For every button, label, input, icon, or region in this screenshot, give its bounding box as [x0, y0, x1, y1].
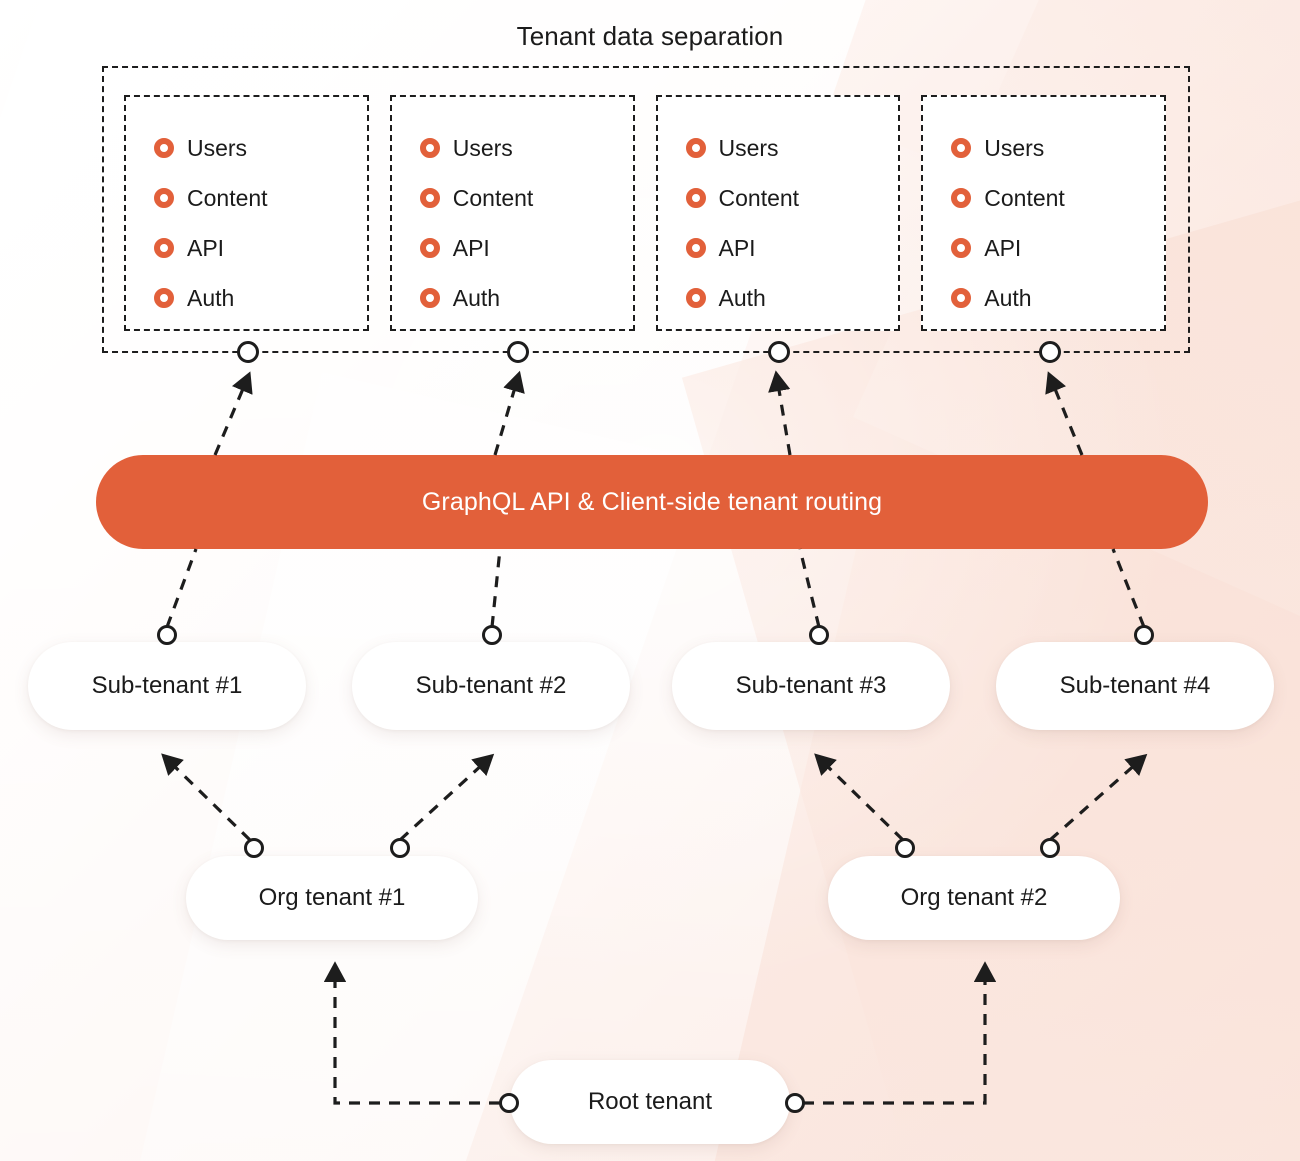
orange-ring-bullet-icon	[419, 188, 440, 208]
tenant-item-label: API	[452, 234, 490, 261]
graphql-routing-bar-label: GraphQL API & Client-side tenant routing	[421, 487, 883, 516]
node-sub-tenant-3[interactable]: Sub-tenant #3	[672, 642, 950, 730]
node-label: Sub-tenant #1	[91, 672, 243, 699]
orange-ring-bullet-icon	[685, 138, 706, 158]
tenant-box-4: Users Content API Auth	[921, 95, 1166, 331]
orange-ring-bullet-icon	[951, 238, 972, 258]
tenant-item-label: Users	[187, 134, 248, 161]
tenant-item-label: API	[718, 234, 756, 261]
tenant-item-auth: Auth	[154, 273, 367, 323]
tenant-item-label: API	[984, 234, 1022, 261]
tenant-item-label: Auth	[452, 284, 501, 311]
node-label: Root tenant	[587, 1088, 713, 1115]
node-label: Org tenant #1	[258, 884, 406, 911]
tenant-item-content: Content	[685, 173, 899, 223]
orange-ring-bullet-icon	[419, 138, 440, 158]
orange-ring-bullet-icon	[154, 188, 174, 208]
tenant-item-api: API	[419, 223, 633, 273]
orange-ring-bullet-icon	[419, 288, 440, 308]
node-label: Sub-tenant #3	[735, 672, 887, 699]
tenant-item-api: API	[951, 223, 1164, 273]
node-sub-tenant-2[interactable]: Sub-tenant #2	[352, 642, 630, 730]
tenant-item-content: Content	[951, 173, 1164, 223]
tenant-box-grid: Users Content API Auth Users Conte	[124, 95, 1166, 331]
node-org-tenant-2[interactable]: Org tenant #2	[828, 856, 1120, 940]
tenant-item-content: Content	[419, 173, 633, 223]
tenant-item-api: API	[154, 223, 367, 273]
tenant-data-separation-container	[102, 66, 1190, 353]
orange-ring-bullet-icon	[685, 288, 706, 308]
tenant-item-label: Users	[718, 134, 779, 161]
orange-ring-bullet-icon	[419, 238, 440, 258]
node-label: Org tenant #2	[900, 884, 1048, 911]
tenant-item-label: API	[187, 234, 225, 261]
tenant-item-users: Users	[419, 123, 633, 173]
tenant-item-auth: Auth	[685, 273, 899, 323]
tenant-item-content: Content	[154, 173, 367, 223]
node-label: Sub-tenant #4	[1059, 672, 1211, 699]
tenant-item-auth: Auth	[419, 273, 633, 323]
orange-ring-bullet-icon	[951, 188, 972, 208]
node-sub-tenant-4[interactable]: Sub-tenant #4	[996, 642, 1274, 730]
page-title: Tenant data separation	[516, 21, 784, 51]
tenant-box-3: Users Content API Auth	[655, 95, 901, 331]
orange-ring-bullet-icon	[685, 188, 706, 208]
tenant-item-api: API	[685, 223, 899, 273]
orange-ring-bullet-icon	[685, 238, 706, 258]
tenant-box-1: Users Content API Auth	[124, 95, 369, 331]
tenant-item-label: Users	[984, 134, 1045, 161]
tenant-item-label: Content	[452, 184, 534, 211]
tenant-item-label: Content	[984, 184, 1065, 211]
tenant-item-label: Users	[452, 134, 513, 161]
node-sub-tenant-1[interactable]: Sub-tenant #1	[28, 642, 306, 730]
tenant-item-auth: Auth	[951, 273, 1164, 323]
graphql-routing-bar[interactable]: GraphQL API & Client-side tenant routing	[96, 455, 1208, 549]
tenant-item-users: Users	[951, 123, 1164, 173]
tenant-item-users: Users	[685, 123, 899, 173]
tenant-item-label: Auth	[187, 284, 235, 311]
orange-ring-bullet-icon	[951, 138, 972, 158]
orange-ring-bullet-icon	[154, 238, 174, 258]
tenant-box-2: Users Content API Auth	[389, 95, 635, 331]
tenant-item-label: Content	[718, 184, 800, 211]
node-label: Sub-tenant #2	[415, 672, 567, 699]
tenant-item-label: Content	[187, 184, 268, 211]
tenant-item-label: Auth	[718, 284, 766, 311]
node-org-tenant-1[interactable]: Org tenant #1	[186, 856, 478, 940]
orange-ring-bullet-icon	[154, 288, 174, 308]
orange-ring-bullet-icon	[154, 138, 174, 158]
tenant-item-label: Auth	[984, 284, 1032, 311]
tenant-item-users: Users	[154, 123, 367, 173]
orange-ring-bullet-icon	[951, 288, 972, 308]
node-root-tenant[interactable]: Root tenant	[510, 1060, 790, 1144]
